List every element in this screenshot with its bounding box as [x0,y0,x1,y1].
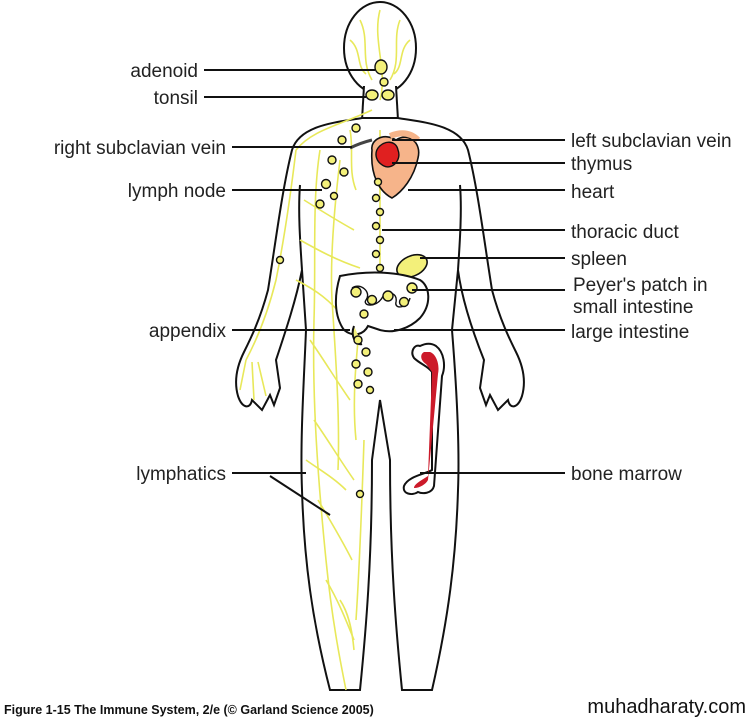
label-left-subclavian-vein: left subclavian vein [571,131,732,152]
adenoid-node [374,59,388,75]
peyers-patch [398,296,410,308]
peyers-patch [382,290,394,302]
small-intestine [350,282,418,319]
label-peyers-patch-line2: small intestine [573,297,693,318]
label-spleen: spleen [571,249,627,270]
label-heart: heart [571,182,615,203]
leader-lines [204,69,565,516]
label-thymus: thymus [571,154,632,175]
label-adenoid: adenoid [130,61,198,82]
left-subclavian-vein [388,130,421,143]
label-thoracic-duct: thoracic duct [571,222,679,243]
label-appendix: appendix [149,321,227,342]
watermark: muhadharaty.com [587,696,746,718]
lymph-nodes [275,59,395,499]
body-silhouette [235,1,525,691]
label-peyers-patch-line1: Peyer's patch in [573,275,708,296]
tonsil-node [381,89,395,101]
label-right-subclavian-vein: right subclavian vein [54,138,226,159]
lymphatic-vessels [239,9,411,691]
label-tonsil: tonsil [154,88,198,109]
bone-marrow [414,352,439,488]
peyers-patch [366,294,378,306]
labels-left: adenoid tonsil right subclavian vein lym… [54,61,227,485]
label-bone-marrow: bone marrow [571,464,682,485]
lymph-node [320,178,332,190]
label-large-intestine: large intestine [571,322,689,343]
peyers-patch [406,282,418,294]
label-lymph-node: lymph node [128,181,226,202]
label-lymphatics: lymphatics [136,464,226,485]
labels-right: left subclavian vein thymus heart thorac… [571,131,732,485]
peyers-patch [350,286,362,298]
spleen [396,253,428,279]
organs [334,130,445,495]
tonsil-node [365,89,379,101]
figure-caption: Figure 1-15 The Immune System, 2/e (© Ga… [4,703,374,717]
peyers-patch [359,309,369,319]
